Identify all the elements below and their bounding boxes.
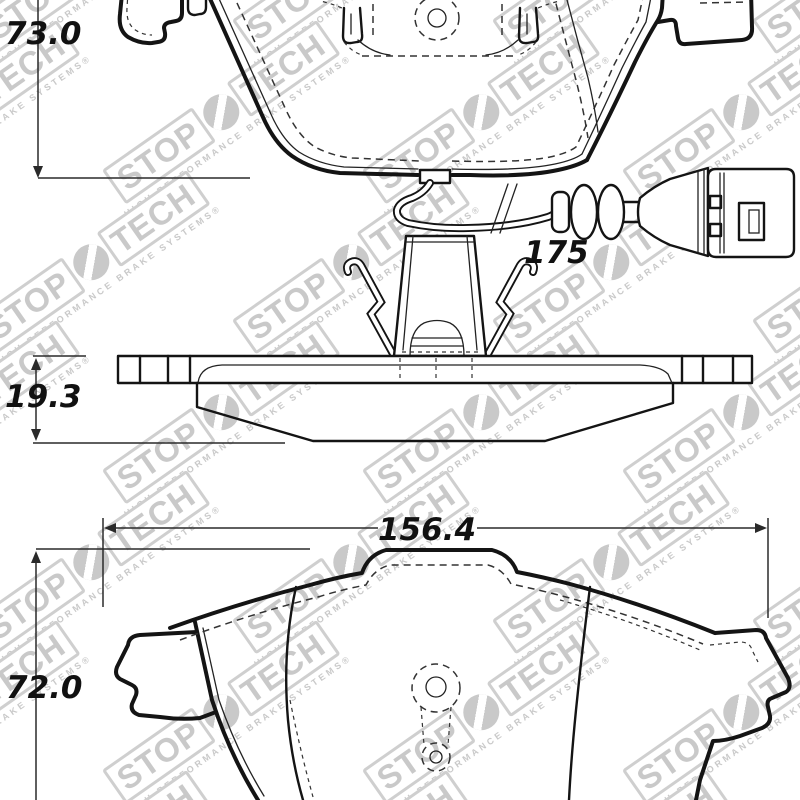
bottom-pad-face-line-right: [567, 585, 592, 800]
dim-top-pad-height-label: 73.0: [5, 16, 82, 52]
bottom-pad-right-ear: [694, 628, 792, 800]
abutment-clip-drawing: [343, 234, 538, 358]
top-pad-chamfer-line: [566, 0, 599, 133]
top-pad-inner-line-left: [218, 0, 419, 170]
connector-terminal-pin: [748, 209, 760, 234]
dimension-top-pad-height: 73.0: [5, 0, 250, 179]
side-view-drawing: [116, 354, 754, 443]
bottom-pad-ear-hidden-right: [709, 641, 759, 663]
sensor-ferrule: [550, 190, 571, 234]
wire-break-mark-1: [490, 183, 509, 234]
sensor-pocket-hole-dashed: [411, 663, 461, 713]
dim-pad-width-label: 156.4: [378, 512, 476, 548]
plate-segments-right: [680, 354, 735, 385]
shim-edge-left: [357, 39, 391, 56]
dim-72-arrow-up: [31, 551, 41, 563]
sensor-pocket-hole-inner: [425, 676, 447, 698]
bottom-pad-face-line-left: [285, 585, 305, 800]
dim-156-arrow-left: [104, 523, 116, 533]
clip-dome: [409, 319, 465, 357]
dim-19-arrow-down: [31, 429, 41, 441]
top-pad-friction-dashed-left: [234, 0, 421, 162]
bottom-pad-friction-dashed-left: [179, 564, 704, 645]
top-pad-outline-bottom-right: [450, 158, 589, 178]
backing-plate-bar: [116, 354, 754, 385]
wire-break-mark-2: [499, 183, 518, 234]
rivet-hole-dashed: [421, 742, 451, 772]
top-pad-center-hole-dashed: [414, 0, 460, 41]
dim-sensor-length-label: 175: [524, 235, 589, 271]
bottom-pad-edge-lower-left: [193, 620, 260, 800]
shim-clip-right: [517, 6, 540, 45]
dim-73-arrow: [33, 166, 43, 178]
sensor-connector-body: [706, 167, 796, 259]
dim-pad-thickness-label: 19.3: [5, 379, 82, 415]
top-pad-left-ear: [117, 0, 184, 46]
dim-19-arrow-up: [31, 358, 41, 370]
shim-edge-right: [485, 39, 519, 56]
rivet-hole-inner: [429, 750, 443, 764]
top-pad-right-ear-hidden: [699, 1, 749, 4]
top-pad-inner-line-bottom: [451, 153, 583, 171]
plate-hidden-lines: [399, 358, 473, 381]
dimension-pad-width: 156.4: [102, 512, 769, 618]
plate-segments-left: [138, 354, 192, 385]
bottom-pad-top-edge: [168, 548, 717, 635]
shim-clip-left: [341, 6, 364, 45]
top-pad-drawing: [117, 0, 755, 178]
dim-156-arrow-right: [755, 523, 767, 533]
top-pad-friction-dashed-right: [451, 0, 644, 163]
top-pad-left-bracket: [186, 0, 208, 17]
bottom-pad-friction-dashed-2: [559, 599, 701, 651]
bottom-pad-drawing: [114, 548, 792, 800]
shim-shoulder-left: [319, 0, 343, 9]
dim-bottom-pad-height-label: 72.0: [6, 670, 83, 706]
dimension-sensor-length: 175: [524, 235, 589, 271]
friction-material-side: [195, 381, 675, 443]
top-pad-right-ear: [656, 0, 755, 47]
top-pad-outline-left: [208, 0, 420, 177]
top-pad-ear-hidden-line: [126, 0, 153, 36]
connector-terminal-window: [737, 201, 766, 242]
dimension-bottom-pad-height: 72.0: [6, 548, 310, 800]
bottom-pad-hidden-lower-left: [289, 699, 314, 798]
wire-exit-tab: [418, 168, 452, 185]
top-pad-center-hole: [427, 8, 447, 28]
plate-face-line: [197, 364, 673, 384]
top-pad-chamfer-dashed: [554, 0, 589, 139]
top-pad-outline-right: [585, 0, 665, 162]
clip-dome-lines: [410, 337, 464, 347]
sensor-grommet-bulge-1: [569, 183, 599, 241]
sensor-grommet-bulge-2: [596, 183, 626, 241]
top-pad-inner-line-right: [581, 0, 652, 155]
